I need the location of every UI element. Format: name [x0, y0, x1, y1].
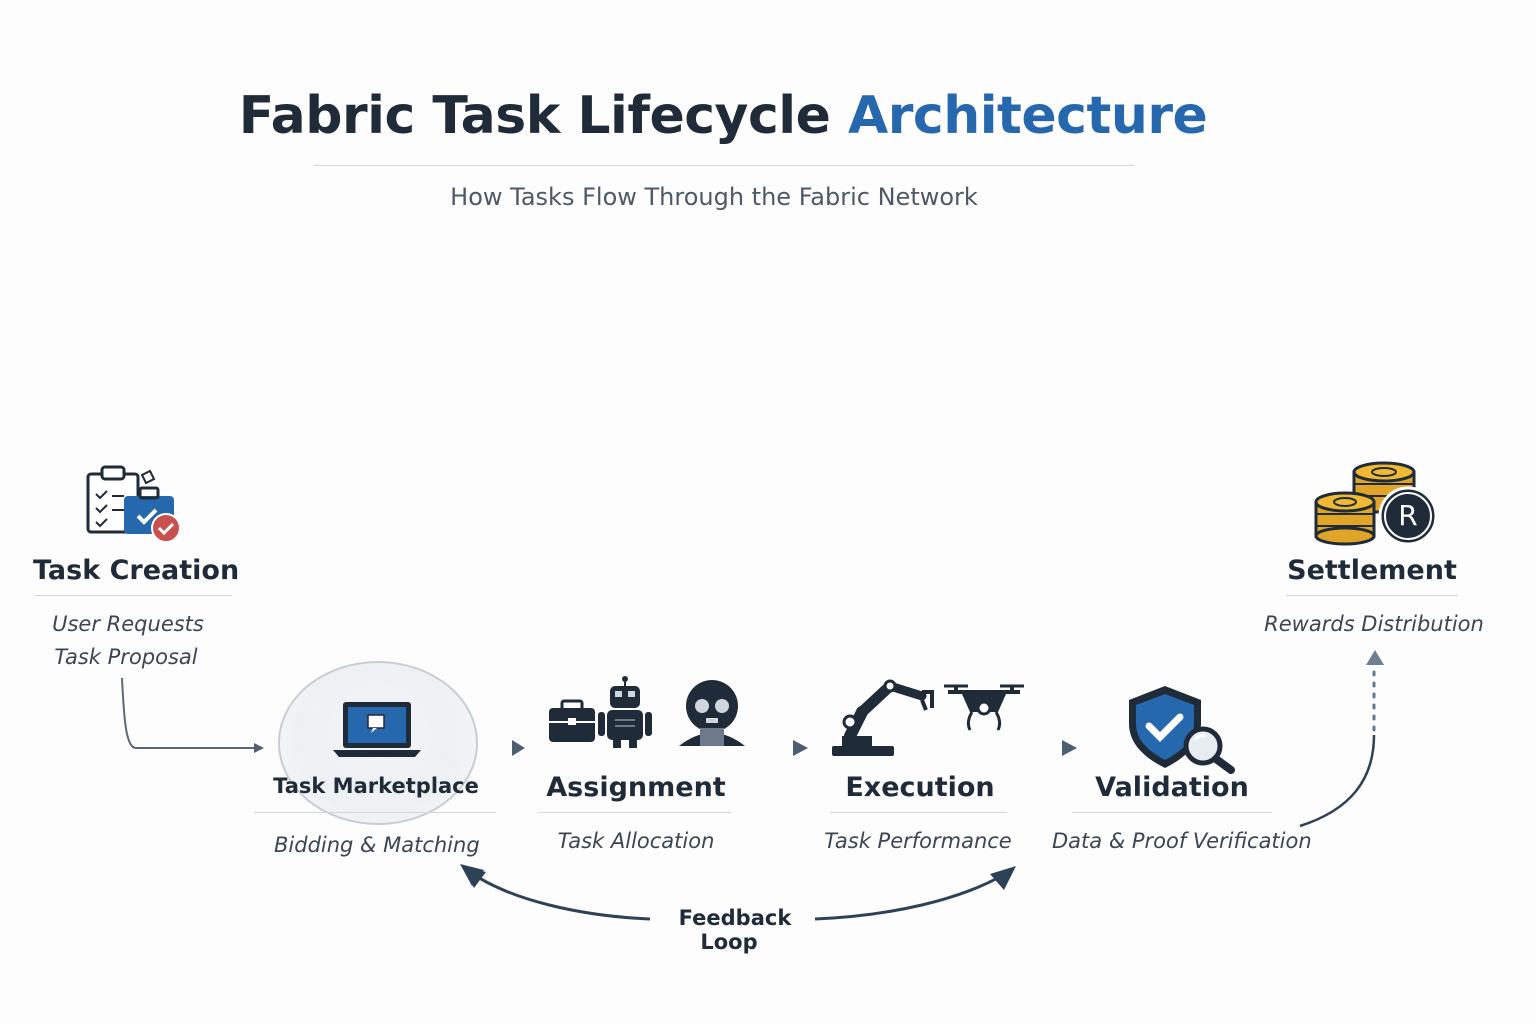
divider-validation — [1072, 812, 1272, 813]
stage-title-settlement: Settlement — [1272, 555, 1472, 586]
feedback-loop-right — [815, 874, 1005, 919]
stage-title-task-creation: Task Creation — [33, 555, 233, 586]
divider-marketplace — [254, 812, 496, 813]
stage-sub-user-requests: User Requests — [28, 608, 228, 641]
robot-arm-drone-icon — [830, 678, 1026, 760]
stage-sub-execution: Task Performance — [818, 825, 1018, 858]
briefcase-robots-icon — [547, 676, 747, 748]
coin-stack-front — [1316, 493, 1374, 544]
stage-title-validation: Validation — [1072, 772, 1272, 803]
stage-title-execution: Execution — [820, 772, 1020, 803]
divider-execution — [830, 812, 1007, 813]
coin-letter: R — [1388, 498, 1428, 534]
stage-title-marketplace: Task Marketplace — [272, 774, 480, 798]
stage-sub-settlement: Rewards Distribution — [1262, 608, 1486, 641]
shield-check-magnifier-icon — [1125, 684, 1237, 774]
stage-sub-validation: Data & Proof Verification — [1052, 825, 1296, 858]
clipboard-check-icon — [84, 464, 184, 544]
stage-title-assignment: Assignment — [536, 772, 736, 803]
divider-assignment — [538, 812, 731, 813]
stage-sub-marketplace: Bidding & Matching — [274, 829, 474, 862]
stage-sub-assignment: Task Allocation — [536, 825, 736, 858]
feedback-loop-left — [470, 872, 650, 919]
feedback-loop-label-wrap: Feedback Loop — [650, 906, 814, 954]
stage-sub-task-proposal: Task Proposal — [28, 641, 224, 674]
feedback-loop-label: Feedback Loop — [673, 906, 792, 954]
laptop-icon — [331, 700, 423, 760]
divider-settlement — [1286, 595, 1458, 596]
divider-task-creation — [35, 595, 232, 596]
arrow-creation-to-marketplace — [122, 678, 262, 748]
